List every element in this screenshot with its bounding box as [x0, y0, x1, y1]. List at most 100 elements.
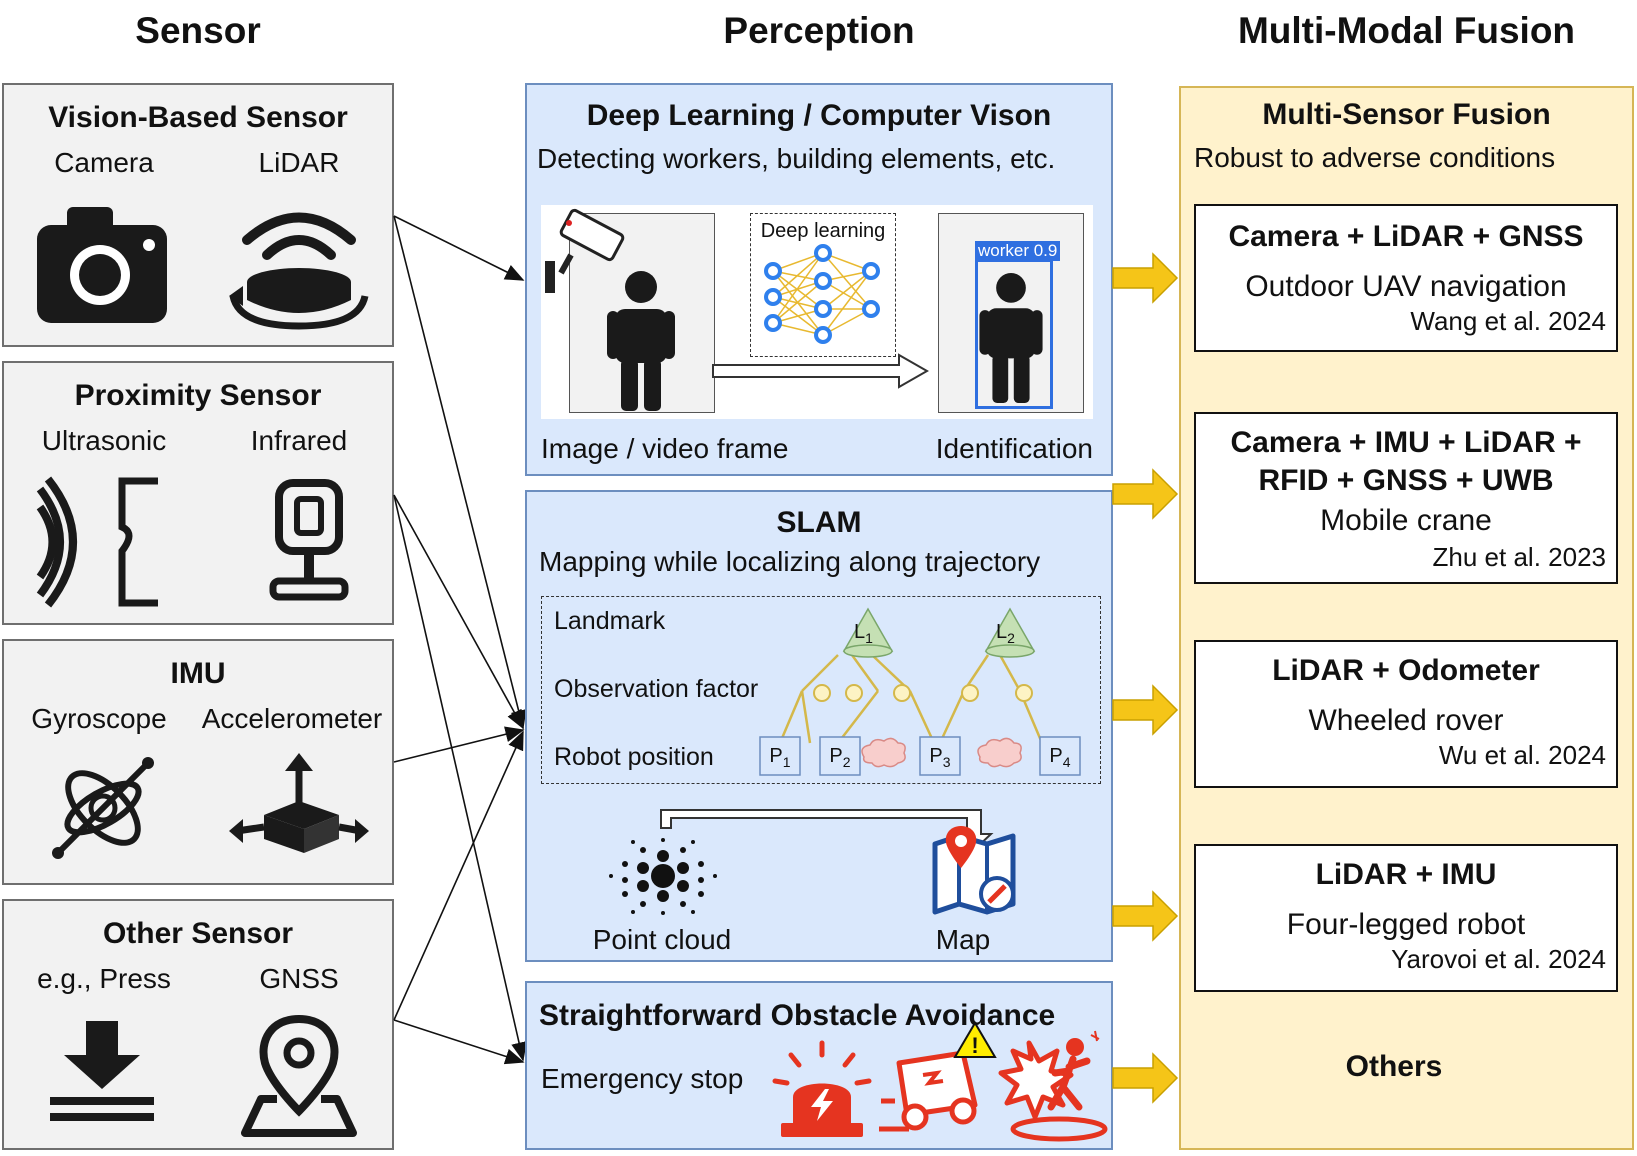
process-arrow: [712, 353, 930, 389]
fusion-case-2-combo: Camera + IMU + LiDAR +: [1230, 426, 1582, 459]
slam-title: SLAM: [776, 506, 862, 539]
robot-row-label: Robot position: [554, 743, 714, 771]
fusion-arrow-1: [1112, 252, 1179, 304]
fusion-arrow-4: [1112, 890, 1179, 942]
fusion-case-2-reference: Zhu et al. 2023: [1432, 542, 1606, 572]
fusion-case-3: LiDAR + Odometer Wheeled rover Wu et al.…: [1194, 640, 1618, 788]
vision-sensor-box: Vision-Based Sensor Camera LiDAR: [2, 83, 394, 347]
other-sensor-title: Other Sensor: [102, 917, 294, 950]
fusion-case-2-combo-line-2: RFID + GNSS + UWB: [1258, 464, 1554, 497]
press-label: e.g., Press: [37, 963, 171, 994]
gnss-label: GNSS: [259, 963, 339, 994]
landmark-2-label: L2: [996, 621, 1015, 646]
fusion-others: Others: [1345, 1050, 1443, 1083]
fusion-case-4-combo: LiDAR + IMU: [1315, 858, 1497, 891]
landmark-row-label: Landmark: [554, 607, 666, 635]
arrow-other-to-obstacle: [393, 1019, 525, 1065]
vision-sensor-title: Vision-Based Sensor: [48, 101, 348, 134]
fusion-arrow-5: [1112, 1052, 1179, 1104]
fusion-case-2-application: Mobile crane: [1320, 504, 1492, 537]
camera-label: Camera: [54, 147, 154, 178]
arrow-imu-to-slam: [393, 726, 525, 763]
fusion-case-1-application: Outdoor UAV navigation: [1245, 270, 1567, 303]
factor-graph: [759, 607, 1081, 776]
svg-text:!: !: [971, 1033, 978, 1058]
map-label: Map: [935, 924, 991, 955]
fusion-case-3-combo: LiDAR + Odometer: [1272, 654, 1540, 687]
landmark-1-label: L1: [854, 621, 873, 646]
infrared-label: Infrared: [250, 425, 348, 456]
fusion-case-4: LiDAR + IMU Four-legged robot Yarovoi et…: [1194, 844, 1618, 992]
slam-subtitle: Mapping while localizing along trajector…: [539, 546, 1041, 577]
fusion-arrow-3: [1112, 684, 1179, 736]
position-4-label: P4: [1049, 745, 1071, 770]
fusion-case-1: Camera + LiDAR + GNSS Outdoor UAV naviga…: [1194, 204, 1618, 352]
fusion-column-header: Multi-Modal Fusion: [1237, 10, 1576, 51]
perception-to-fusion-arrows: [1112, 252, 1179, 1104]
gyroscope-icon: [52, 757, 154, 859]
input-label: Image / video frame: [541, 433, 789, 464]
worker-hazard-icon: [998, 1030, 1108, 1142]
detection-label: worker 0.9: [975, 241, 1061, 261]
infrared-icon: [269, 479, 349, 601]
cctv-camera-icon: [545, 208, 625, 293]
lidar-label: LiDAR: [258, 147, 340, 178]
arrow-vision-to-slam: [393, 215, 527, 730]
lidar-icon: [229, 212, 369, 330]
position-box-2: [819, 736, 861, 776]
ultrasonic-icon: [36, 476, 158, 608]
fusion-subtitle: Robust to adverse conditions: [1194, 142, 1556, 173]
emergency-stop-label: Emergency stop: [541, 1063, 744, 1094]
fusion-case-1-combo: Camera + LiDAR + GNSS: [1228, 220, 1584, 253]
gyroscope-label: Gyroscope: [31, 703, 167, 734]
neural-network-icon: [764, 244, 880, 344]
deep-learning-title: Deep Learning / Computer Vison: [586, 99, 1052, 132]
map-icon: [932, 826, 1016, 915]
proximity-sensor-box: Proximity Sensor Ultrasonic Infrared: [2, 361, 394, 625]
ultrasonic-label: Ultrasonic: [41, 425, 167, 456]
output-label: Identification: [935, 433, 1093, 464]
press-icon: [50, 1021, 154, 1121]
fusion-case-2: Camera + IMU + LiDAR + RFID + GNSS + UWB…: [1194, 412, 1618, 584]
identified-worker-icon: [979, 273, 1043, 403]
deep-learning-subtitle: Detecting workers, building elements, et…: [537, 143, 1056, 174]
fusion-arrow-2: [1112, 468, 1179, 520]
accelerometer-icon: [229, 753, 369, 853]
position-2-label: P2: [829, 745, 851, 770]
fusion-title: Multi-Sensor Fusion: [1262, 98, 1551, 131]
fusion-case-3-application: Wheeled rover: [1308, 704, 1504, 737]
position-1-label: P1: [769, 745, 791, 770]
arrow-proximity-to-slam: [393, 494, 524, 730]
proximity-sensor-title: Proximity Sensor: [74, 379, 322, 412]
position-3-label: P3: [929, 745, 951, 770]
arrow-vision-to-deep: [393, 215, 525, 281]
sensor-column-header: Sensor: [135, 10, 261, 51]
deep-learning-box: Deep Learning / Computer Vison Detecting…: [525, 83, 1113, 476]
alarm-light-icon: [772, 1040, 872, 1137]
worker-icon: [607, 271, 675, 411]
camera-icon: [37, 207, 167, 323]
factor-graph-box: Landmark Observation factor Robot positi…: [541, 596, 1101, 784]
other-sensor-box: Other Sensor e.g., Press GNSS: [2, 899, 394, 1150]
point-cloud-icon: [609, 838, 717, 915]
obstacle-avoidance-title: Straightforward Obstacle Avoidance: [539, 999, 1056, 1032]
arrow-other-to-slam: [393, 730, 524, 1021]
accelerometer-label: Accelerometer: [201, 703, 383, 734]
imu-sensor-box: IMU Gyroscope Accelerometer: [2, 639, 394, 885]
fusion-case-3-reference: Wu et al. 2024: [1438, 740, 1606, 770]
fusion-case-1-reference: Wang et al. 2024: [1410, 306, 1606, 336]
fusion-case-4-reference: Yarovoi et al. 2024: [1391, 944, 1606, 974]
position-box-4: [1039, 736, 1081, 776]
position-box-1: [759, 736, 801, 776]
network-label: Deep learning: [760, 220, 886, 242]
fusion-case-4-application: Four-legged robot: [1286, 908, 1526, 941]
perception-column-header: Perception: [723, 10, 915, 51]
vehicle-collision-icon: !: [879, 1021, 997, 1132]
deep-learning-illustration: Deep learning worker 0.9: [541, 205, 1093, 419]
obstacle-avoidance-box: Straightforward Obstacle Avoidance Emerg…: [525, 981, 1113, 1150]
gnss-icon: [241, 1014, 357, 1137]
observation-row-label: Observation factor: [554, 675, 759, 703]
slam-box: SLAM Mapping while localizing along traj…: [525, 490, 1113, 962]
point-cloud-label: Point cloud: [592, 924, 732, 955]
